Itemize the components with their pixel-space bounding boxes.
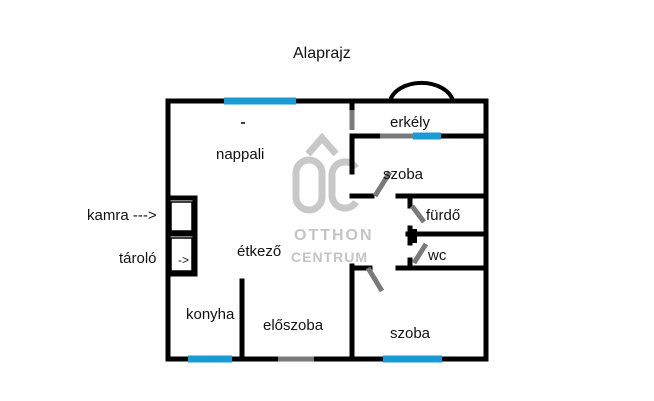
walls [165,98,489,362]
label-kamra: kamra ---> [87,207,157,224]
room-label-wc: wc [428,247,447,264]
room-label-eloszoba: előszoba [263,317,324,334]
door-furdo [410,204,426,224]
watermark-line1: OTTHON [294,227,374,244]
balcony-arc [388,80,455,102]
room-label-furdo: fürdő [426,207,461,224]
inner-outlines [170,201,193,272]
watermark-c [328,158,359,212]
furdo-block [408,229,417,243]
windows [188,97,442,363]
plan-title: Alaprajz [293,45,351,62]
room-label-etkezo: étkező [237,243,282,260]
label-tarolo: tároló [119,250,157,267]
kamra-outline [170,201,193,232]
room-label-szoba-bottom: szoba [390,325,431,342]
watermark-logo [292,132,359,214]
room-label-erkely: erkély [390,114,431,131]
label-tarolo-arrow: -> [178,253,190,267]
tarolo-outline [170,237,193,272]
room-label-szoba-top: szoba [383,166,424,183]
watermark-line2: CENTRUM [291,249,368,265]
door-szoba-top [372,170,393,198]
door-szoba-bottom [365,266,385,293]
watermark-roof [305,132,339,157]
doors [278,110,429,362]
room-label-konyha: konyha [186,306,235,323]
door-wc [411,242,429,265]
watermark-o [292,156,326,214]
room-label-nappali: nappali [216,146,265,163]
